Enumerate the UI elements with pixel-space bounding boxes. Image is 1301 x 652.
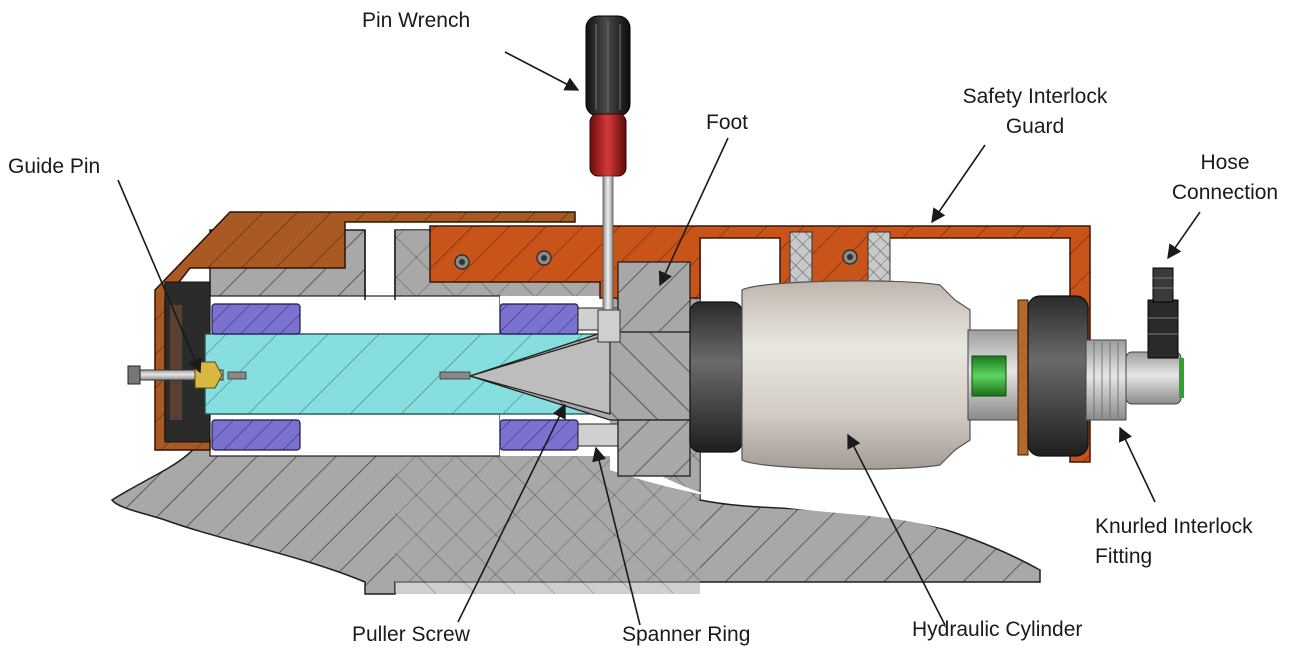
label-spanner-ring: Spanner Ring bbox=[622, 623, 751, 646]
label-hose-connection: Hose Connection bbox=[1150, 148, 1300, 208]
puller-leader bbox=[457, 403, 566, 623]
label-knurled-interlock-fitting-line1: Knurled Interlock bbox=[1095, 515, 1253, 538]
hose-connection bbox=[1147, 267, 1179, 359]
guide-pin bbox=[127, 361, 471, 389]
label-safety-interlock-guard: Safety Interlock Guard bbox=[930, 82, 1140, 142]
label-knurled-interlock-fitting-line2: Fitting bbox=[1095, 545, 1153, 568]
label-puller-screw: Puller Screw bbox=[352, 623, 470, 646]
label-pin-wrench: Pin Wrench bbox=[362, 9, 471, 32]
pin-wrench-leader bbox=[504, 51, 580, 91]
spanner-ring bbox=[211, 303, 619, 451]
pin-wrench bbox=[585, 15, 631, 343]
label-foot: Foot bbox=[706, 111, 749, 134]
label-safety-interlock-guard-line1: Safety Interlock bbox=[962, 85, 1108, 108]
label-hose-connection-line1: Hose bbox=[1200, 151, 1250, 174]
hydraulic-cylinder bbox=[689, 280, 1089, 470]
hose-leader bbox=[1167, 211, 1201, 260]
leader-lines bbox=[117, 51, 1201, 626]
foot-leader bbox=[658, 137, 729, 287]
label-knurled-interlock-fitting: Knurled Interlock Fitting bbox=[1095, 512, 1253, 572]
cylinder-leader bbox=[847, 433, 946, 626]
guide-pin-leader bbox=[117, 179, 202, 374]
label-safety-interlock-guard-line2: Guard bbox=[1005, 115, 1065, 138]
guard-leader bbox=[931, 144, 986, 224]
label-hydraulic-cylinder: Hydraulic Cylinder bbox=[912, 618, 1083, 641]
label-hose-connection-line2: Connection bbox=[1171, 181, 1279, 204]
foot bbox=[617, 261, 691, 477]
spanner-leader bbox=[592, 446, 641, 626]
label-guide-pin: Guide Pin bbox=[8, 155, 101, 178]
knurled-interlock-fitting bbox=[1085, 339, 1184, 421]
knurled-leader bbox=[1119, 426, 1156, 503]
